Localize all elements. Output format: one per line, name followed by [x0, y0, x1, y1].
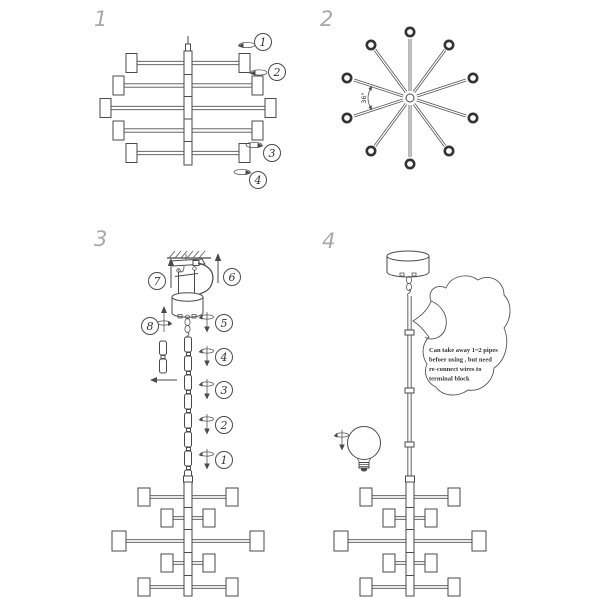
up-arrow-icon: [214, 253, 222, 283]
svg-text:2: 2: [273, 66, 281, 79]
step-badge-5: 5: [215, 314, 233, 332]
spare-pipes: [159, 340, 167, 374]
chain-links: [405, 275, 412, 298]
light-bulb: [347, 426, 381, 472]
rotation-arrow-icon: [245, 141, 264, 148]
note-line: befoer using , but need: [429, 357, 492, 364]
svg-text:4: 4: [254, 174, 262, 187]
note-bubble: Can take away 1~2 pipes befoer using , b…: [412, 275, 511, 396]
svg-text:8: 8: [147, 320, 154, 333]
rotation-arrow-icon: [249, 69, 268, 76]
rotation-arrow-icon: [237, 42, 256, 49]
bulb-rotation-icon: [333, 429, 349, 451]
pipe-column: [184, 336, 192, 479]
center-pole: [183, 50, 193, 166]
step-badge-2: 2: [268, 63, 286, 81]
step-badge-3: 3: [263, 144, 281, 162]
screw-rotation-icon: [157, 306, 173, 332]
note-line: terminal block: [429, 376, 470, 383]
center-hub: [405, 93, 415, 103]
step-badge-3: 3: [215, 381, 233, 399]
angle-label: 36°: [360, 92, 368, 104]
step-badge-6: 6: [223, 268, 241, 286]
svg-text:5: 5: [221, 317, 228, 330]
panel-1-label: 1: [94, 7, 107, 31]
svg-text:7: 7: [154, 275, 161, 288]
chandelier-body: [110, 474, 266, 598]
screw-rotation-icon: [198, 378, 214, 400]
note-line: re-connect wires to: [429, 366, 481, 373]
svg-text:2: 2: [220, 419, 228, 432]
step-badge-2: 2: [215, 416, 233, 434]
screw-rotation-icon: [198, 345, 214, 367]
step-badge-8: 8: [141, 317, 159, 335]
note-line: Can take away 1~2 pipes: [429, 347, 498, 354]
svg-text:3: 3: [221, 384, 228, 397]
canopy: [386, 250, 430, 278]
radial-arms: [353, 39, 467, 157]
step-badge-4: 4: [215, 348, 233, 366]
screw-rotation-icon: [198, 413, 214, 435]
canopy: [171, 292, 204, 319]
svg-text:1: 1: [221, 454, 228, 467]
ceiling-hatch: [167, 250, 211, 259]
panel-3-hanging-steps: 3: [94, 227, 266, 598]
chain-links: [184, 314, 191, 341]
svg-text:1: 1: [260, 36, 267, 49]
screw-rotation-icon: [198, 448, 214, 470]
svg-text:4: 4: [220, 351, 228, 364]
hanging-rod: [404, 296, 415, 478]
panel-2-label: 2: [320, 7, 333, 31]
chandelier-body: [332, 474, 488, 598]
mounting-bracket: [169, 254, 214, 296]
angle-annotation: 36°: [360, 85, 373, 111]
rotation-arrow-icon: [233, 168, 252, 175]
panel-4-final-assembly: 4 Can take away 1~2 pipes befoer using: [322, 229, 511, 598]
panel-3-label: 3: [94, 227, 107, 251]
step-badge-4: 4: [249, 171, 267, 189]
step-badge-1: 1: [215, 451, 233, 469]
panel-1-side-view: 1 1: [94, 7, 286, 189]
svg-text:3: 3: [269, 147, 276, 160]
panel-2-top-view: 2 3: [320, 7, 479, 170]
remove-arrow-icon: [150, 377, 177, 383]
step-badge-1: 1: [254, 33, 272, 51]
panel-4-label: 4: [322, 229, 335, 253]
svg-text:6: 6: [229, 271, 236, 284]
up-arrow-icon: [167, 258, 175, 288]
step-badge-7: 7: [148, 272, 166, 290]
lamp-caps: [99, 53, 277, 163]
socket-rings: [341, 26, 479, 170]
